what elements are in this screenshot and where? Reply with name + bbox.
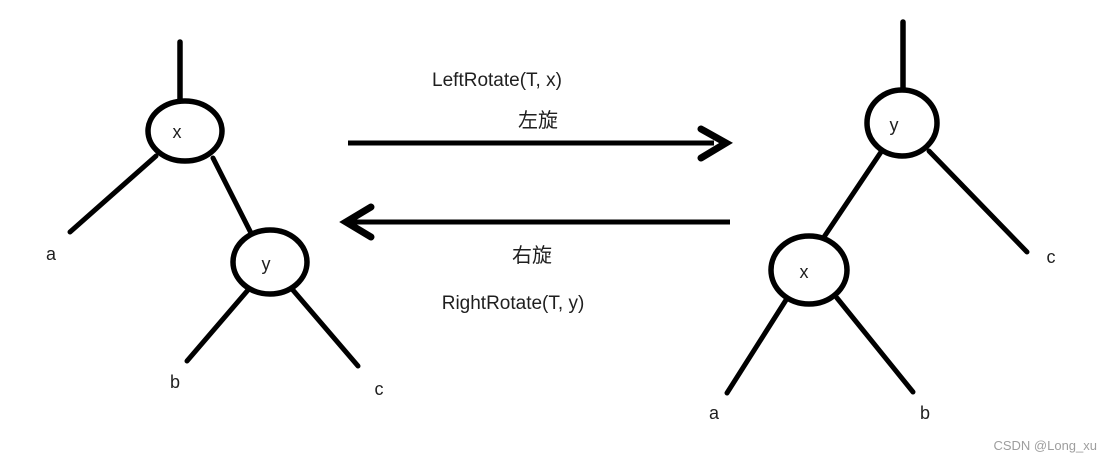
left-tree-leaf-c-label: c (375, 379, 384, 399)
right-tree-node-y (864, 87, 940, 159)
right-tree-edge-x-b (834, 295, 916, 395)
right-tree-leaf-c-label: c (1047, 247, 1056, 267)
right-tree-leaf-b-label: b (920, 403, 930, 423)
left-tree-node-y-label: y (262, 254, 271, 274)
right-rotate-function-label: RightRotate(T, y) (442, 293, 585, 314)
left-tree-node-x (145, 98, 225, 164)
right-tree-edge-y-x (821, 149, 884, 240)
left-rotate-function-label: LeftRotate(T, x) (432, 70, 562, 91)
left-tree-leaf-b-label: b (170, 372, 180, 392)
left-tree-node-y (230, 227, 310, 297)
right-tree-edge-y-c (926, 148, 1030, 255)
left-tree: x y a b c (46, 39, 384, 399)
left-tree-edge-x-a (67, 153, 159, 235)
left-tree-edge-x-y (210, 155, 255, 238)
right-tree-node-x-label: x (800, 262, 809, 282)
right-rotate-chinese-label: 右旋 (512, 244, 552, 267)
right-tree-node-x (768, 233, 850, 307)
left-rotate-arrow-head (697, 125, 733, 162)
right-rotate-arrow-head (339, 203, 375, 241)
right-tree-edge-x-a (724, 297, 789, 396)
left-tree-leaf-a-label: a (46, 244, 57, 264)
left-tree-edge-y-c (289, 286, 361, 369)
left-tree-node-x-label: x (173, 122, 182, 142)
right-tree: y x a b c (709, 19, 1056, 423)
right-tree-leaf-a-label: a (709, 403, 720, 423)
left-rotate-chinese-label: 左旋 (518, 109, 558, 132)
csdn-watermark: CSDN @Long_xu (993, 438, 1097, 453)
right-tree-node-y-label: y (890, 115, 899, 135)
left-tree-edge-y-b (184, 287, 251, 364)
rotation-arrows: LeftRotate(T, x) 左旋 右旋 RightRotate(T, y) (339, 70, 733, 314)
